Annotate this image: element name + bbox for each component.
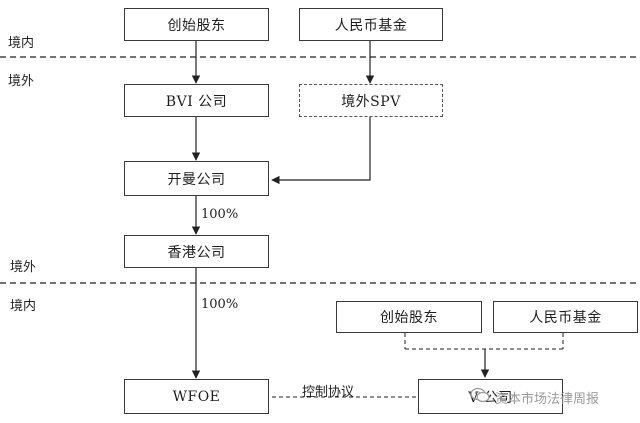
node-rmb-fund-top: 人民币基金 [299,8,443,41]
node-founders-top: 创始股东 [124,8,269,41]
node-founders-bottom: 创始股东 [336,301,482,333]
zone-label-overseas-middle: 境外 [10,260,37,275]
node-wfoe: WFOE [124,379,269,414]
control-agreement-label: 控制协议 [302,385,355,400]
ownership-label-hk-wfoe: 100% [201,297,239,312]
watermark-text: 资本市场法律周报 [495,391,600,407]
node-vie-company: V 公司 [418,379,563,414]
watermark: 资本市场法律周报 [470,387,599,407]
wechat-icon [470,387,490,407]
ownership-label-cayman-hk: 100% [201,207,239,222]
node-rmb-fund-bottom: 人民币基金 [493,301,638,333]
zone-label-domestic-middle: 境内 [10,299,37,314]
zone-label-overseas-top: 境外 [8,74,35,89]
zone-label-domestic-top: 境内 [8,36,35,51]
node-cayman-company: 开曼公司 [124,161,269,196]
node-overseas-spv: 境外SPV [299,84,443,117]
node-hk-company: 香港公司 [124,235,269,268]
arrow-spv-to-cayman [271,117,371,185]
node-bvi-company: BVI 公司 [124,84,269,117]
